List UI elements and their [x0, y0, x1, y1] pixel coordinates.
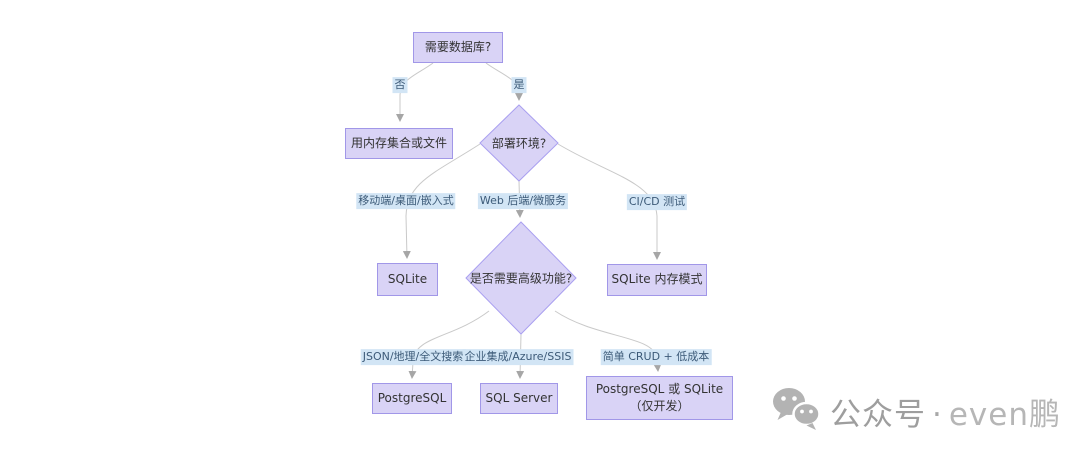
edge-label-simple-crud-lowcost: 简单 CRUD + 低成本: [600, 349, 712, 365]
node-sqlite: SQLite: [377, 263, 438, 296]
watermark-text: 公众号·even鹏: [830, 389, 1061, 434]
node-postgresql: PostgreSQL: [372, 383, 452, 414]
edge-label-web-backend-microservice: Web 后端/微服务: [477, 193, 569, 209]
watermark-suffix: even鹏: [948, 396, 1061, 433]
edge-yes: [485, 62, 523, 101]
edge-no: [396, 62, 434, 122]
edge-label-enterprise-azure-ssis: 企业集成/Azure/SSIS: [462, 349, 574, 365]
edge-cicd-test: [557, 143, 661, 260]
watermark-prefix: 公众号: [830, 396, 926, 433]
wechat-icon: [772, 387, 821, 435]
node-deploy-env-diamond: [479, 104, 559, 182]
node-postgresql-or-sqlite-dev: PostgreSQL 或 SQLite（仅开发）: [586, 376, 733, 420]
edge-label-mobile-desktop-embedded: 移动端/桌面/嵌入式: [356, 193, 456, 209]
node-advanced-features-diamond: [465, 221, 577, 335]
node-need-db: 需要数据库?: [413, 32, 503, 63]
watermark-separator: ·: [932, 396, 943, 433]
edge-label-no: 否: [392, 77, 408, 93]
edge-label-cicd-test: CI/CD 测试: [626, 194, 688, 210]
edge-label-yes: 是: [511, 77, 527, 93]
edge-json-geo-fulltext: [408, 310, 490, 379]
edge-mobile-desktop-embedded: [402, 143, 481, 259]
edge-label-json-geo-fulltext: JSON/地理/全文搜索: [360, 349, 466, 365]
node-deploy-env-label: 部署环境?: [491, 136, 547, 151]
node-advanced-features-label: 是否需要高级功能?: [469, 271, 573, 286]
node-sql-server: SQL Server: [480, 383, 558, 414]
node-memory-collection: 用内存集合或文件: [345, 128, 453, 159]
watermark: 公众号·even鹏: [772, 387, 1061, 435]
node-sqlite-memory-mode: SQLite 内存模式: [607, 264, 707, 296]
